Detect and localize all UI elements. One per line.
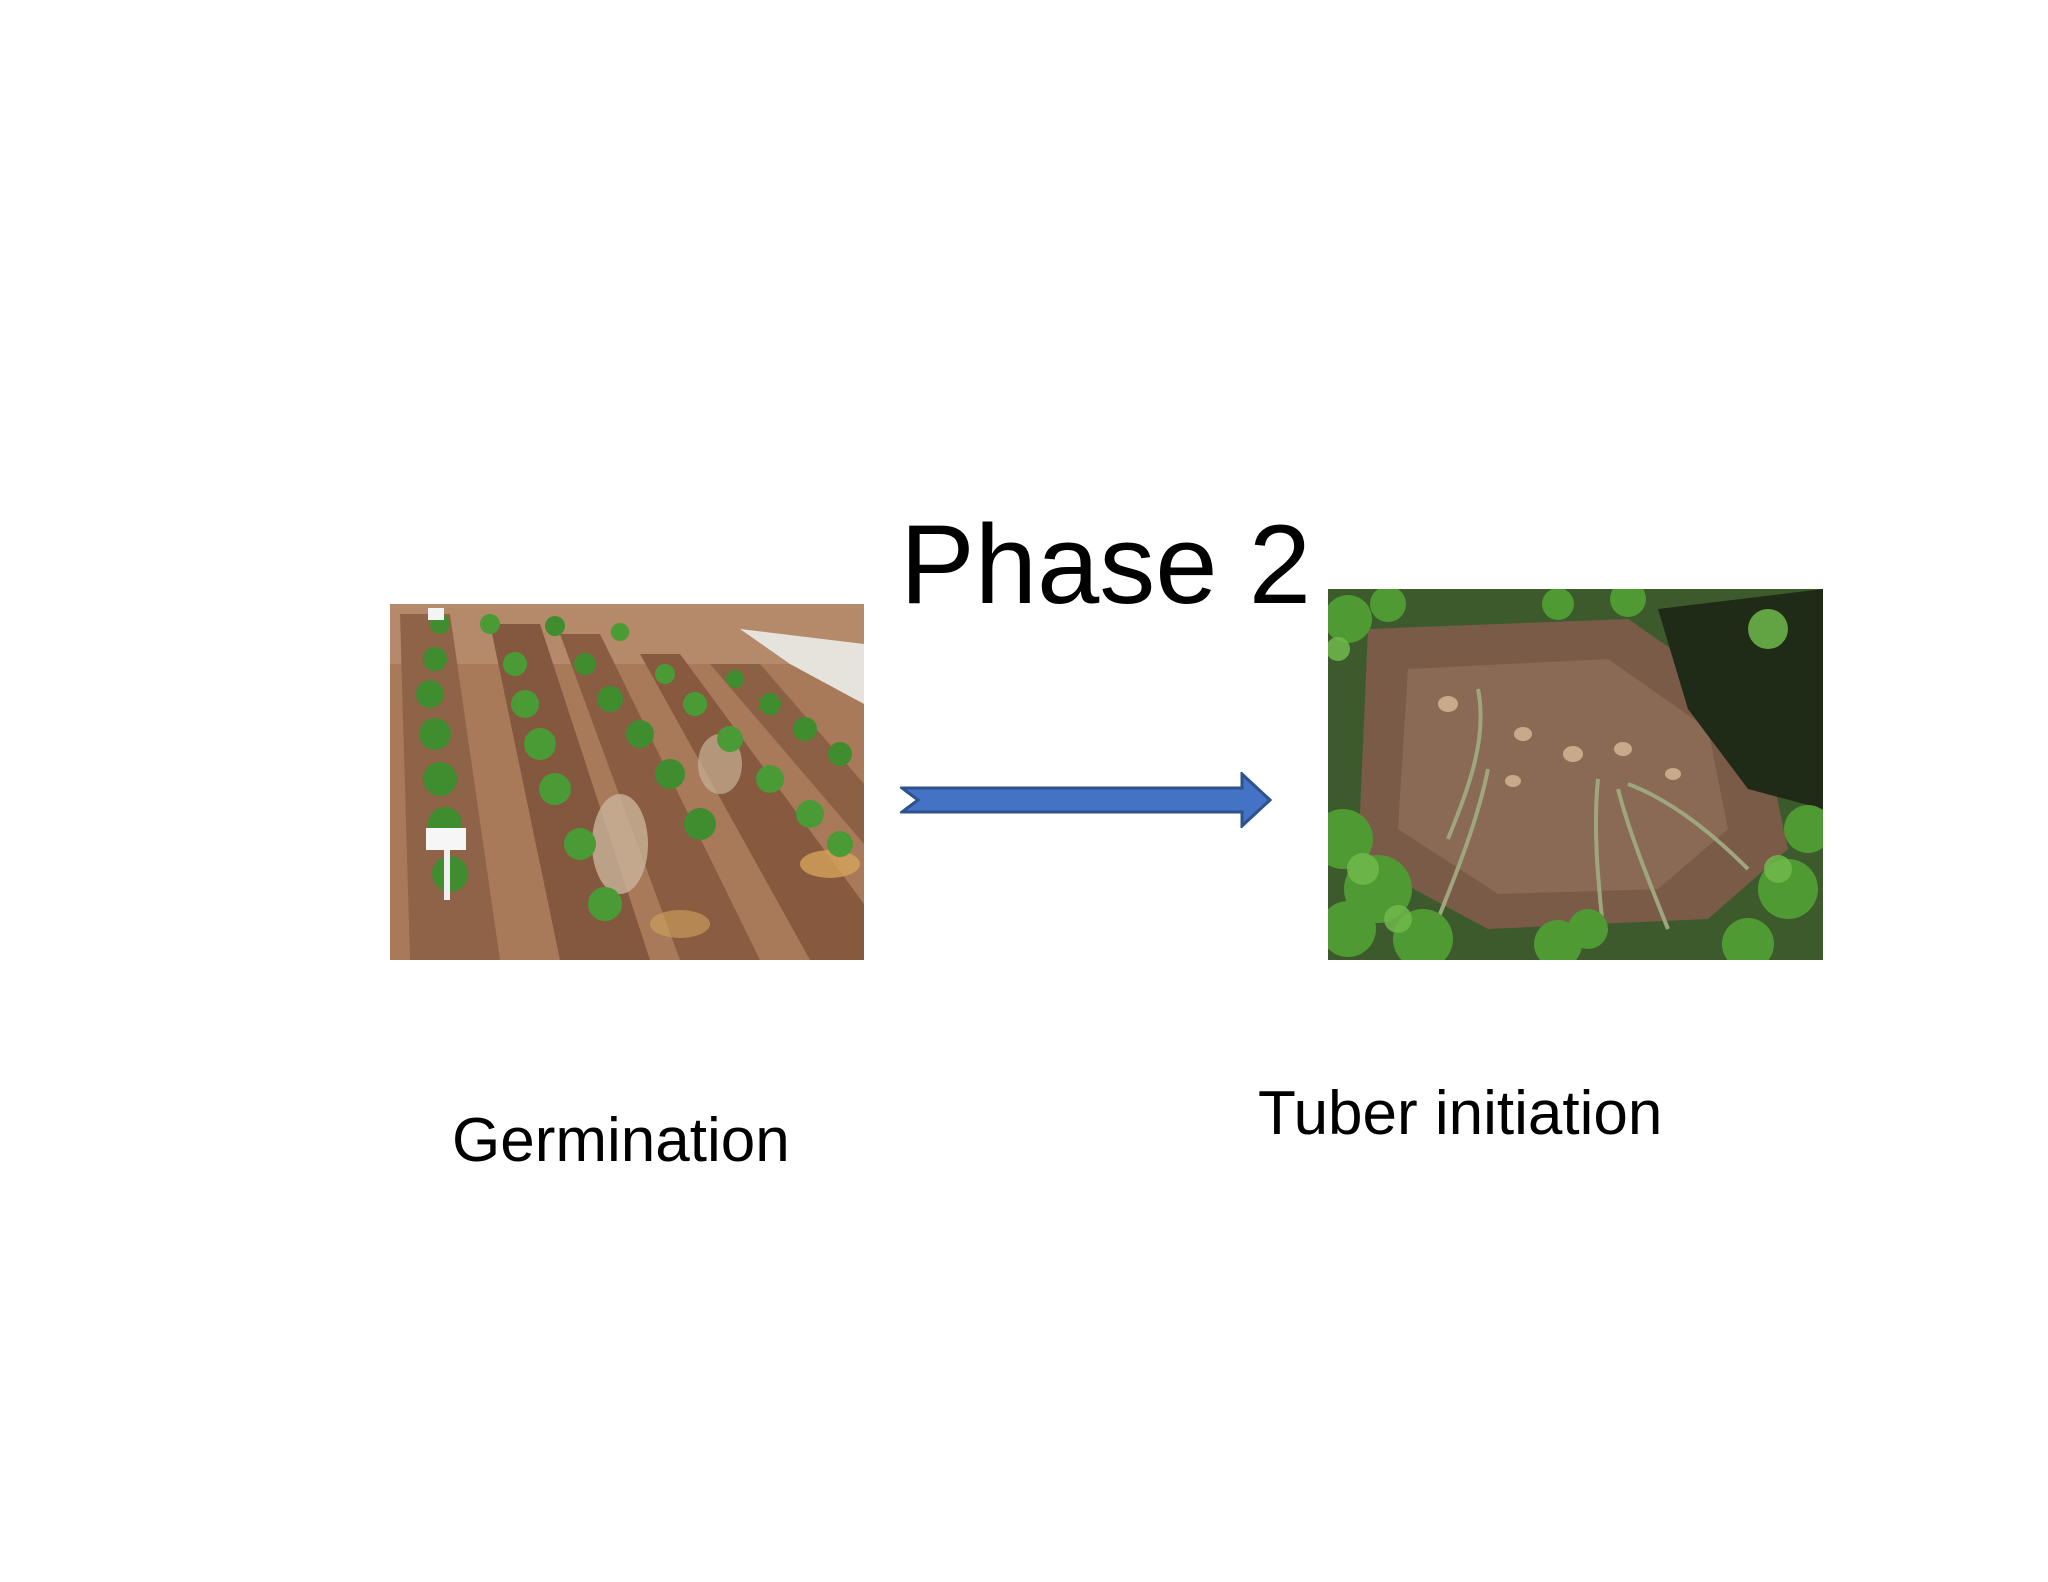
tuber-initiation-photo	[1328, 589, 1823, 960]
stage-label-germination: Germination	[452, 1106, 790, 1175]
stage-label-tuber-initiation: Tuber initiation	[1258, 1079, 1663, 1148]
slide-title: Phase 2	[900, 502, 1311, 627]
right-arrow-icon	[897, 770, 1273, 830]
germination-photo	[390, 604, 864, 960]
